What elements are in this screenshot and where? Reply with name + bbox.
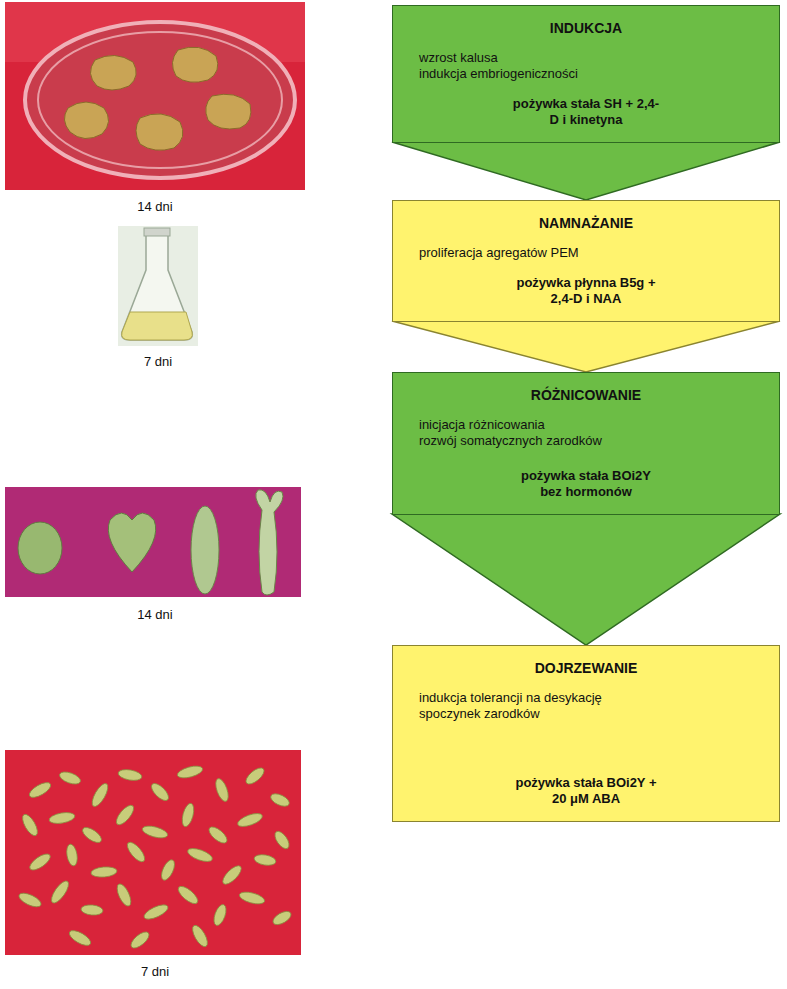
flow-arrow [392, 142, 780, 200]
stage-description: spoczynek zarodków [419, 706, 767, 722]
flask-photo [118, 226, 198, 346]
stage-heading: INDUKCJA [393, 20, 779, 36]
stage-description: proliferacja agregatów PEM [419, 245, 767, 261]
stage-heading: RÓŻNICOWANIE [393, 387, 779, 403]
stage-description: inicjacja różnicowania [419, 417, 767, 433]
stage-box: INDUKCJA wzrost kalusaindukcja embriogeni… [392, 5, 780, 143]
medium-text: pożywka stała BOi2Y bez hormonów [511, 458, 661, 500]
duration-caption: 14 dni [95, 607, 215, 622]
stage-heading: DOJRZEWANIE [393, 660, 779, 676]
flow-arrow [392, 514, 780, 645]
stage-box: RÓŻNICOWANIE inicjacja różnicowaniarozwój… [392, 372, 780, 515]
duration-caption: 7 dni [95, 964, 215, 979]
stage-description: rozwój somatycznych zarodków [419, 433, 767, 449]
mature-embryos-photo [5, 750, 301, 955]
medium-text: pożywka stała BOi2Y + 20 μM ABA [511, 765, 661, 807]
stage-heading: NAMNAŻANIE [393, 215, 779, 231]
flow-arrow [392, 321, 780, 372]
arrow-shape [392, 142, 780, 200]
stage-box: NAMNAŻANIE proliferacja agregatów PEM poży… [392, 200, 780, 322]
arrow-shape [392, 321, 780, 372]
duration-caption: 7 dni [98, 354, 218, 369]
stage-box: DOJRZEWANIE indukcja tolerancji na desyka… [392, 645, 780, 822]
duration-caption: 14 dni [95, 199, 215, 214]
medium-text: pożywka płynna B5g + 2,4-D i NAA [511, 265, 661, 307]
embryo-stages-photo [5, 487, 301, 597]
medium-text: pożywka stała SH + 2,4-D i kinetyna [511, 86, 661, 128]
stage-description: indukcja tolerancji na desykację [419, 690, 767, 706]
stage-description: wzrost kalusa [419, 50, 767, 66]
stage-description: indukcja embriogeniczności [419, 66, 767, 82]
arrow-shape [392, 514, 780, 645]
petri-dish-photo [5, 2, 305, 190]
